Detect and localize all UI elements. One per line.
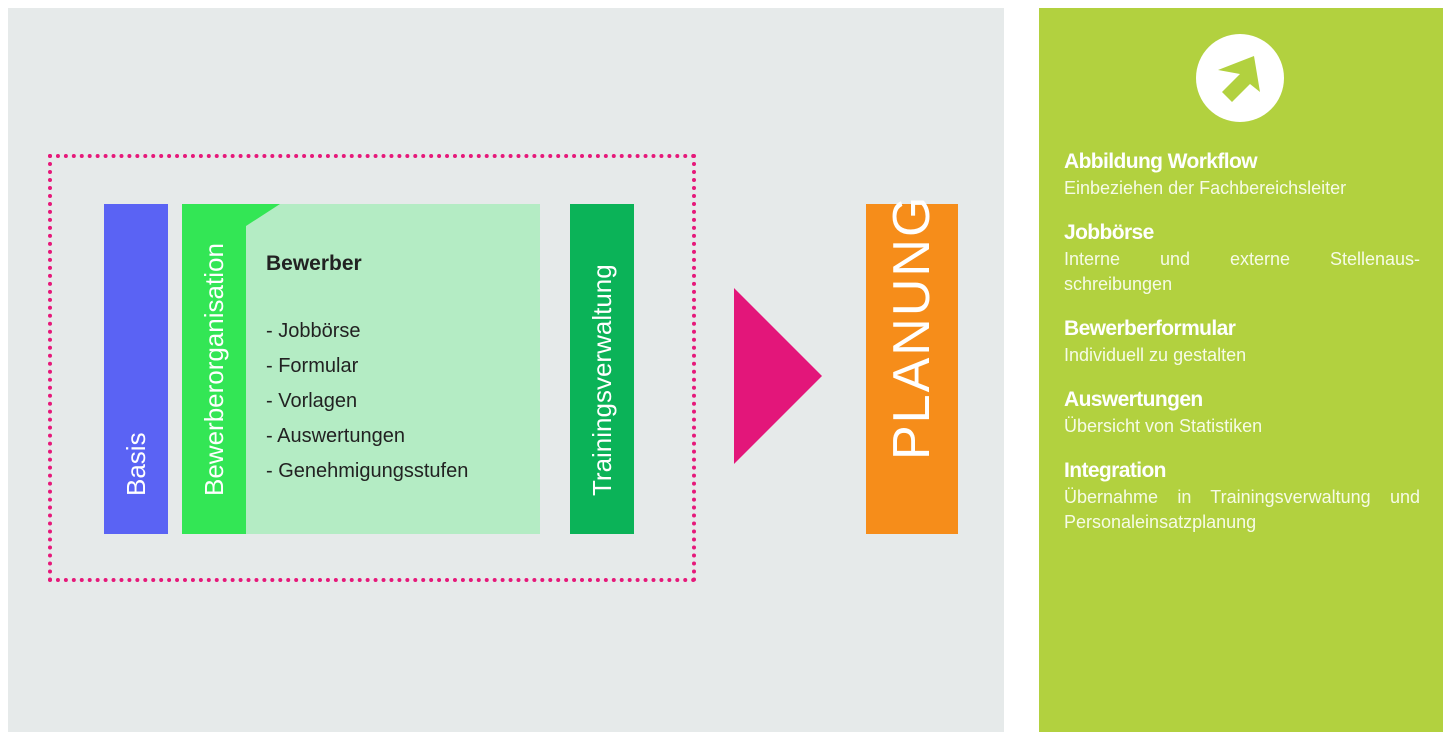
info-item-auswertungen: Auswertungen Übersicht von Statistiken (1064, 386, 1420, 439)
info-item-workflow: Abbildung Workflow Einbeziehen der Fachb… (1064, 148, 1420, 201)
basis-bar: Basis (104, 204, 168, 534)
arrow-up-right-icon (1196, 34, 1284, 122)
planung-bar: PLANUNG (866, 195, 958, 534)
diagram-panel: Basis Bewerberorganisation Bewerber - Jo… (8, 8, 1004, 732)
bewerber-title: Bewerber (266, 252, 362, 275)
info-text: Individuell zu gestalten (1064, 345, 1247, 365)
bewerber-item-jobboerse: - Jobbörse (266, 320, 361, 342)
dotted-frame (48, 154, 696, 582)
bewerber-item-vorlagen: - Vorlagen (266, 390, 358, 412)
info-item-integration: Integration Übernahme in Trainingsverwal… (1064, 457, 1420, 535)
bewerber-item-genehmigungsstufen: - Genehmigungsstufen (266, 460, 469, 482)
planung-label: PLANUNG (883, 194, 941, 460)
bewerberorganisation-bar: Bewerberorganisation (182, 204, 246, 534)
bewerber-box: Bewerber - Jobbörse - Formular - Vorlage… (246, 204, 540, 534)
info-heading: Abbildung Workflow (1064, 150, 1258, 173)
bewerberorganisation-label: Bewerberorganisation (199, 243, 229, 496)
bewerber-notch (246, 204, 280, 226)
basis-label: Basis (121, 432, 151, 496)
bewerber-item-formular: - Formular (266, 355, 359, 377)
info-heading: Integration (1064, 459, 1167, 482)
trainingsverwaltung-label: Trainingsverwaltung (587, 264, 617, 496)
bewerber-list: - Jobbörse - Formular - Vorlagen - Auswe… (266, 314, 468, 489)
flow-arrow-icon (734, 288, 822, 464)
bewerber-item-auswertungen: - Auswertungen (266, 425, 405, 447)
info-panel: Abbildung Workflow Einbeziehen der Fachb… (1039, 8, 1443, 732)
info-heading: Auswertungen (1064, 388, 1203, 411)
trainingsverwaltung-bar: Trainingsverwaltung (570, 204, 634, 534)
info-list: Abbildung Workflow Einbeziehen der Fachb… (1064, 148, 1420, 553)
info-heading: Jobbörse (1064, 221, 1154, 244)
info-item-bewerberformular: Bewerberformular Individuell zu gestalte… (1064, 315, 1420, 368)
info-text: Übernahme in Trainingsverwaltung und Per… (1064, 487, 1420, 532)
info-text: Einbeziehen der Fachbereichsleiter (1064, 178, 1347, 198)
info-text: Interne und externe Stellenaus-schreibun… (1064, 249, 1420, 294)
info-item-jobboerse: Jobbörse Interne und externe Stellenaus-… (1064, 219, 1420, 297)
info-text: Übersicht von Statistiken (1064, 416, 1263, 436)
info-heading: Bewerberformular (1064, 317, 1236, 340)
